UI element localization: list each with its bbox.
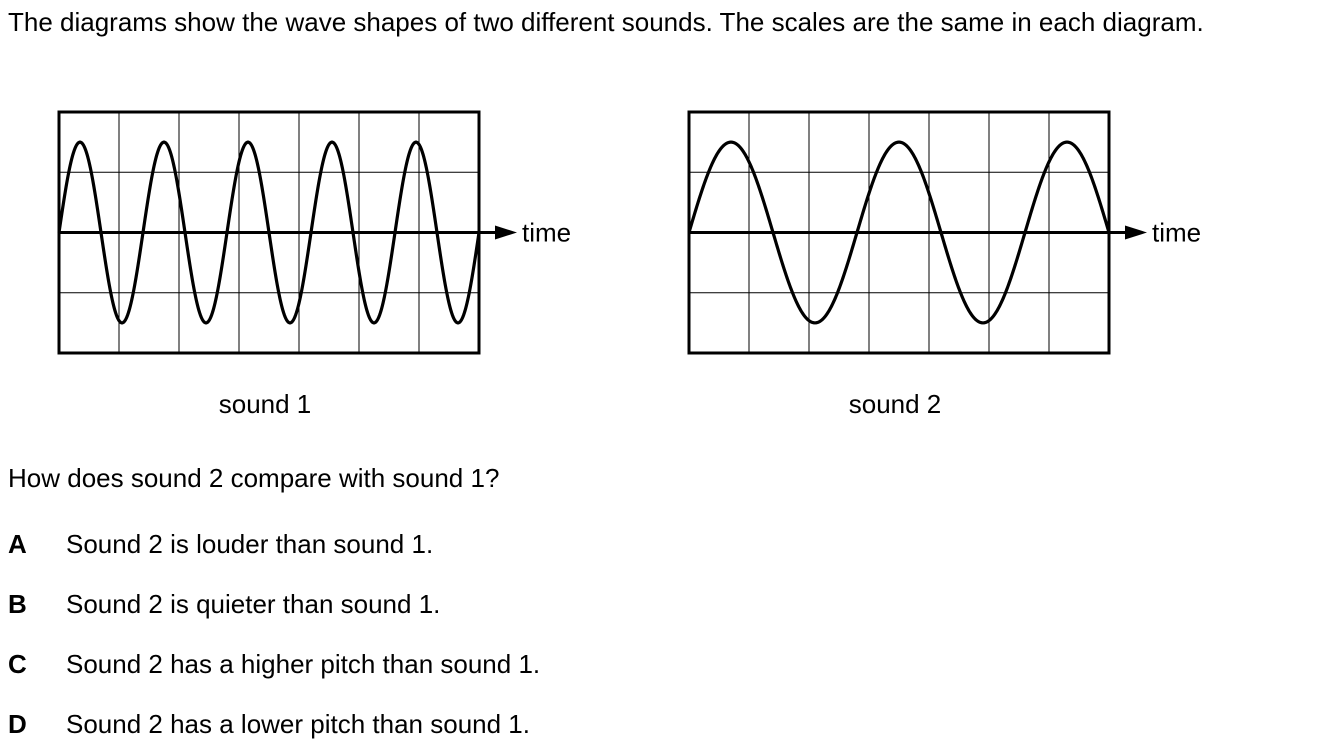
option-letter: A xyxy=(8,529,27,559)
option-text: Sound 2 has a higher pitch than sound 1. xyxy=(66,649,541,679)
time-axis-label: time xyxy=(1152,218,1201,248)
option-text: Sound 2 has a lower pitch than sound 1. xyxy=(66,709,530,739)
time-axis-label: time xyxy=(522,218,571,248)
option-letter: C xyxy=(8,649,27,679)
arrow-head-icon xyxy=(1125,225,1147,240)
diagram-caption: sound 1 xyxy=(219,389,312,419)
sound-wave xyxy=(687,140,1111,325)
option-text: Sound 2 is louder than sound 1. xyxy=(66,529,434,559)
wave-diagram-sound-1: time sound 1 xyxy=(57,110,571,419)
diagram-caption: sound 2 xyxy=(849,389,942,419)
option-text: Sound 2 is quieter than sound 1. xyxy=(66,589,441,619)
question-text: How does sound 2 compare with sound 1? xyxy=(8,463,500,493)
sound-wave xyxy=(57,140,481,325)
option-letter: D xyxy=(8,709,27,739)
option-letter: B xyxy=(8,589,27,619)
wave-diagram-sound-2: time sound 2 xyxy=(687,110,1201,419)
intro-text: The diagrams show the wave shapes of two… xyxy=(8,7,1204,37)
arrow-head-icon xyxy=(495,225,517,240)
